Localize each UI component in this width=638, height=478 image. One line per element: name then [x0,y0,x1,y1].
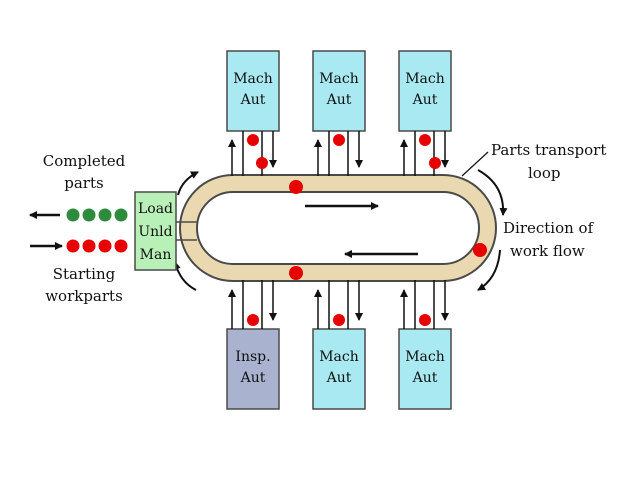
station-label: Mach [233,71,273,87]
bottom-station-3: Mach Aut [398,328,452,410]
direction-of-work-flow-label: work flow [510,242,585,260]
bottom-station-2: Mach Aut [312,328,366,410]
loop-part [289,180,303,194]
station-label: Aut [326,370,352,386]
station-label: Insp. [235,349,270,365]
completed-parts-label: parts [64,174,103,192]
station-label: Aut [240,370,266,386]
top-shuttle-rails [228,131,449,176]
parts-loop-leader-line [461,151,489,177]
starting-workparts-label: Starting [53,265,116,283]
bottom-shuttle-rails [228,280,449,329]
load-station-label: Unld [138,224,172,240]
top-shuttle-parts [247,134,441,169]
parts-transport-loop-label: loop [528,164,560,182]
station-label: Aut [240,92,266,108]
direction-arrow-left-bottom [172,261,197,291]
direction-arrow-right-bottom [477,249,501,291]
starting-workparts-label: workparts [45,287,123,305]
bottom-shuttle-parts [247,314,431,326]
parts-transport-loop [179,174,497,282]
load-station-label: Man [140,247,172,263]
direction-of-work-flow-label: Direction of [503,219,595,237]
top-station-1: Mach Aut [226,50,280,132]
starting-workparts [66,239,128,253]
station-label: Mach [405,349,445,365]
top-station-3: Mach Aut [398,50,452,132]
loop-part [289,266,303,280]
parts-transport-loop-label: Parts transport [491,141,606,159]
loop-part [473,243,487,257]
station-label: Aut [326,92,352,108]
direction-arrow-right-top [477,169,508,216]
completed-parts [66,208,128,222]
top-station-2: Mach Aut [312,50,366,132]
bottom-station-inspection: Insp. Aut [226,328,280,410]
station-label: Mach [405,71,445,87]
station-label: Mach [319,349,359,365]
station-label: Aut [412,92,438,108]
load-unload-station: Load Unld Man [134,191,177,271]
direction-arrow-left-top [177,171,199,196]
completed-parts-label: Completed [43,152,126,170]
station-label: Aut [412,370,438,386]
station-label: Mach [319,71,359,87]
load-station-label: Load [138,201,173,217]
